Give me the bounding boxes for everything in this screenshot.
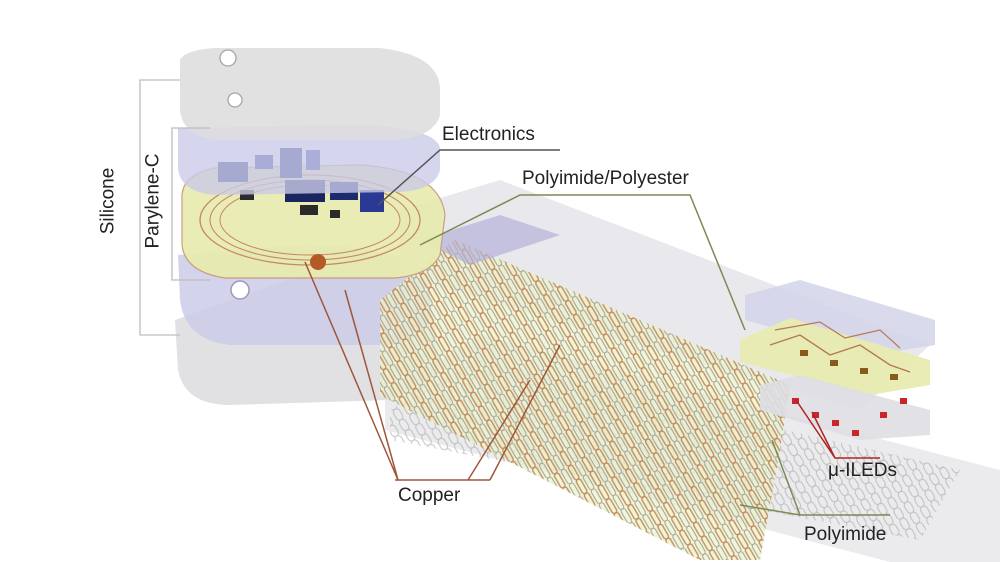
callout-lines	[304, 149, 890, 516]
serpentine-interconnect	[380, 215, 790, 560]
label-silicone: Silicone	[97, 167, 119, 235]
label-parylene-c: Parylene-C	[142, 153, 164, 249]
top-silicone-plate	[180, 48, 440, 140]
uiled-module	[740, 280, 935, 440]
label-electronics: Electronics	[442, 124, 535, 145]
upper-parylene-plate	[178, 125, 440, 195]
label-polyimide-polyester: Polyimide/Polyester	[522, 168, 689, 189]
label-copper: Copper	[398, 485, 461, 506]
label-uiled: μ-ILEDs	[828, 460, 898, 481]
uiled-chips	[792, 398, 907, 436]
label-polyimide: Polyimide	[804, 524, 887, 545]
module-copper-traces	[769, 321, 911, 380]
layer-brackets	[139, 79, 210, 336]
